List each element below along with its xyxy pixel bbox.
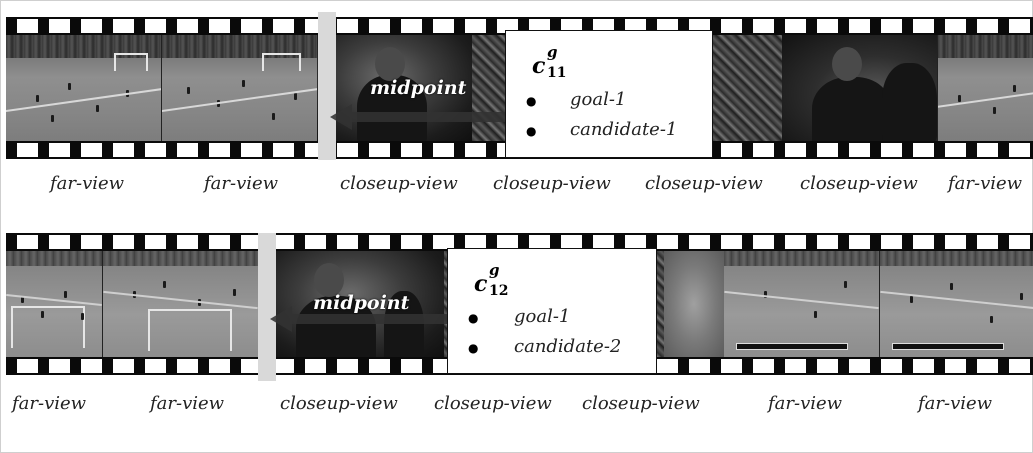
midpoint-label-1: midpoint [370, 77, 467, 99]
box-item-goal: goal-1 [570, 89, 627, 110]
candidate-box-1: c g 11 ● goal-1 ● candidate-1 [505, 30, 713, 158]
view-label: closeup-view [800, 173, 918, 194]
frame-far-view-3 [724, 251, 879, 357]
frame-closeup-view-1 [274, 251, 444, 357]
arrow-head-icon [330, 104, 352, 130]
view-label: closeup-view [340, 173, 458, 194]
film-frames-1 [6, 35, 1033, 141]
frame-far-view-3 [938, 35, 1033, 141]
candidate-box-2: c g 12 ● goal-1 ● candidate-2 [447, 248, 657, 374]
score-overlay [736, 343, 848, 350]
midpoint-bar-2 [258, 233, 276, 381]
bullet-icon: ● [526, 124, 537, 138]
frame-closeup-view-4 [782, 35, 937, 141]
view-label: far-view [948, 173, 1023, 194]
bullet-icon: ● [468, 341, 479, 355]
midpoint-arrow-1 [330, 104, 508, 130]
view-label: closeup-view [493, 173, 611, 194]
view-label: far-view [12, 393, 87, 414]
frame-far-view-2 [103, 251, 258, 357]
score-overlay [892, 343, 1004, 350]
candidate-symbol-1: c g 11 [532, 43, 567, 81]
sprocket-holes-top [6, 19, 1033, 33]
frame-far-view-1 [6, 35, 161, 141]
view-label: closeup-view [434, 393, 552, 414]
frame-closeup-view-3 [664, 251, 724, 357]
sprocket-holes-top [6, 235, 1033, 249]
candidate-symbol-2: c g 12 [474, 261, 509, 299]
view-label: far-view [50, 173, 125, 194]
box-item-candidate: candidate-2 [514, 336, 622, 357]
bullet-icon: ● [468, 311, 479, 325]
box-item-candidate: candidate-1 [570, 119, 678, 140]
view-label: closeup-view [280, 393, 398, 414]
view-label: closeup-view [645, 173, 763, 194]
view-label: far-view [204, 173, 279, 194]
box-item-goal: goal-1 [514, 306, 571, 327]
frame-far-view-1 [6, 251, 102, 357]
bullet-icon: ● [526, 94, 537, 108]
view-label: far-view [918, 393, 993, 414]
view-label: far-view [150, 393, 225, 414]
midpoint-bar-1 [318, 12, 336, 160]
view-label: far-view [768, 393, 843, 414]
arrow-head-icon [270, 306, 292, 332]
midpoint-label-2: midpoint [313, 292, 410, 314]
midpoint-arrow-2 [270, 306, 450, 332]
frame-far-view-4 [880, 251, 1033, 357]
view-label: closeup-view [582, 393, 700, 414]
frame-far-view-2 [162, 35, 317, 141]
